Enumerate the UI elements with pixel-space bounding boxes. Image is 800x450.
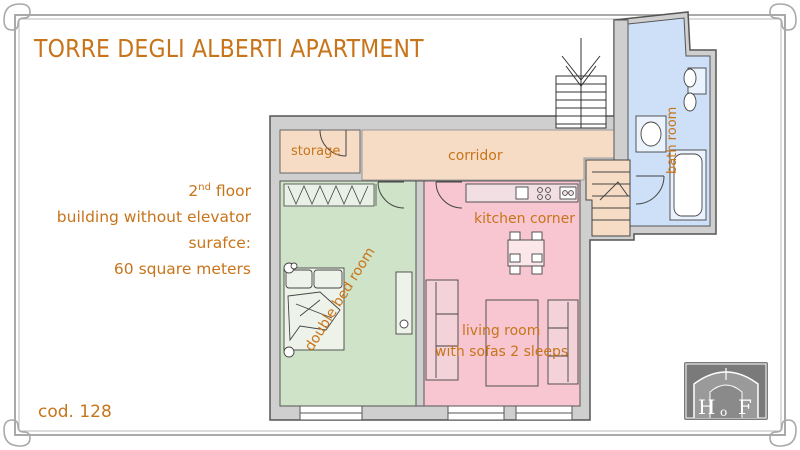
windows [299, 405, 573, 421]
logo-letter-f: F [738, 395, 752, 419]
elevator-info: building without elevator [56, 208, 251, 226]
interior-wall [415, 180, 425, 407]
hof-logo: H o F [684, 362, 768, 420]
living-label-line1: living room [462, 323, 540, 339]
bathroom-fixtures [635, 67, 707, 221]
wardrobe [283, 183, 377, 207]
sofas [425, 279, 579, 387]
logo-letter-h: H [698, 395, 715, 419]
inner-stairs [585, 159, 631, 237]
dining-table [507, 231, 545, 275]
floor-suffix: nd [198, 182, 211, 193]
logo-letter-o: o [720, 405, 727, 419]
kitchen-counter [465, 183, 579, 203]
bathroom-label: bath room [665, 107, 680, 174]
door-swings [319, 129, 665, 209]
listing-code: cod. 128 [38, 402, 112, 422]
storage-label: storage [291, 144, 340, 159]
floor-info: 2nd floor [188, 182, 251, 200]
corridor-label: corridor [448, 148, 503, 164]
double-bed [283, 262, 345, 358]
bedroom-cabinet [290, 262, 413, 335]
surface-value: 60 square meters [113, 260, 251, 278]
surface-label: surafce: [188, 234, 251, 252]
floor-word: floor [210, 182, 251, 201]
living-label-line2: with sofas 2 sleeps [435, 344, 568, 360]
entrance-stairs [555, 38, 607, 129]
floor-number: 2 [188, 182, 199, 201]
kitchen-label: kitchen corner [474, 211, 575, 227]
page-title: TORRE DEGLI ALBERTI APARTMENT [34, 34, 424, 63]
storage-room [279, 129, 361, 174]
